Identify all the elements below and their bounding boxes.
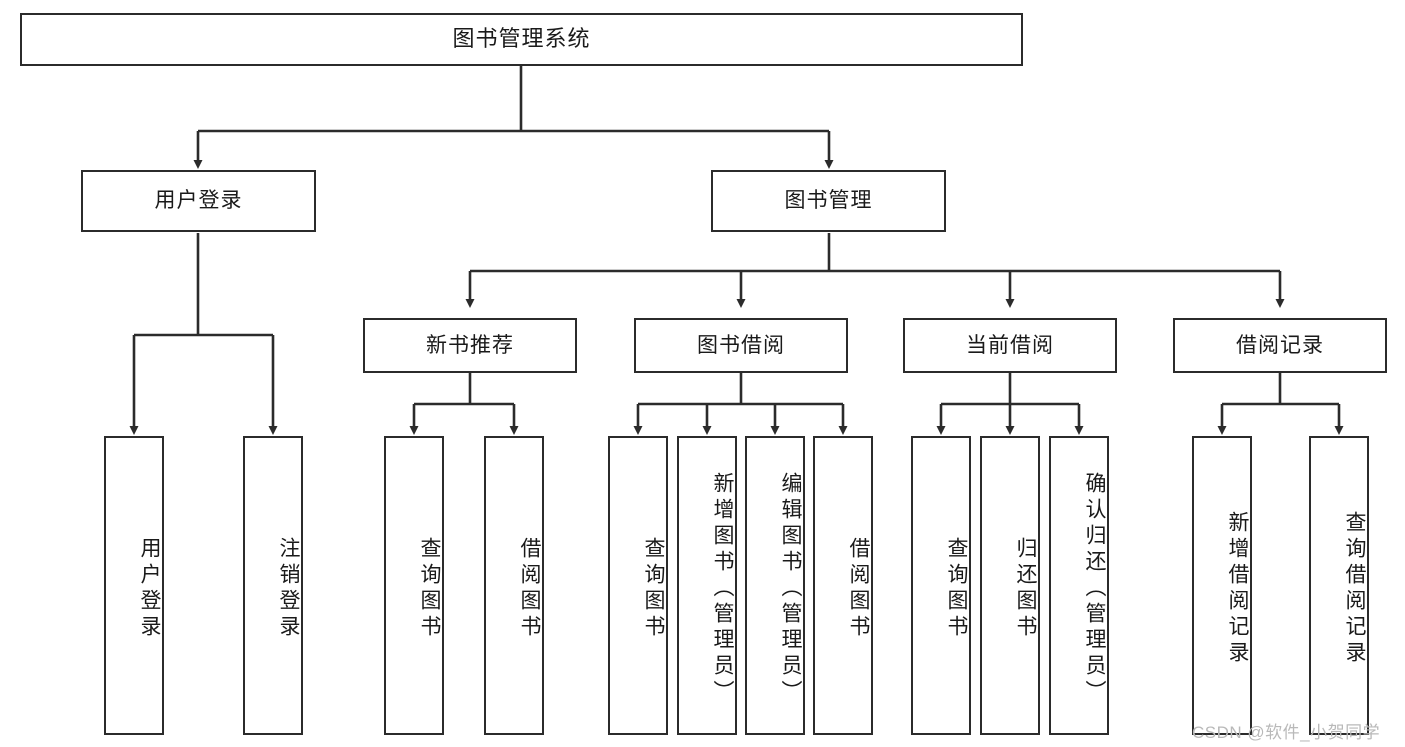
node-book-management[interactable]: 图书管理: [711, 170, 946, 232]
node-book-borrow[interactable]: 图书借阅: [634, 318, 848, 373]
leaf-new-book-borrow[interactable]: 借阅图书: [484, 436, 544, 735]
leaf-borrow-edit-book-admin[interactable]: 编辑图书（管理员）: [745, 436, 805, 735]
node-root-system[interactable]: 图书管理系统: [20, 13, 1023, 66]
node-user-login[interactable]: 用户登录: [81, 170, 316, 232]
leaf-user-login-signin[interactable]: 用户登录: [104, 436, 164, 735]
node-current-borrow[interactable]: 当前借阅: [903, 318, 1117, 373]
leaf-user-login-signout[interactable]: 注销登录: [243, 436, 303, 735]
leaf-borrow-borrow-book[interactable]: 借阅图书: [813, 436, 873, 735]
node-new-book-recommend[interactable]: 新书推荐: [363, 318, 577, 373]
csdn-watermark: CSDN @软件_小贺同学: [1192, 723, 1381, 742]
leaf-record-query[interactable]: 查询借阅记录: [1309, 436, 1369, 735]
leaf-borrow-query-book[interactable]: 查询图书: [608, 436, 668, 735]
leaf-current-return-book[interactable]: 归还图书: [980, 436, 1040, 735]
leaf-new-book-query[interactable]: 查询图书: [384, 436, 444, 735]
leaf-current-confirm-return-admin[interactable]: 确认归还（管理员）: [1049, 436, 1109, 735]
leaf-current-query-book[interactable]: 查询图书: [911, 436, 971, 735]
node-borrow-record[interactable]: 借阅记录: [1173, 318, 1387, 373]
leaf-record-add[interactable]: 新增借阅记录: [1192, 436, 1252, 735]
leaf-borrow-add-book-admin[interactable]: 新增图书（管理员）: [677, 436, 737, 735]
